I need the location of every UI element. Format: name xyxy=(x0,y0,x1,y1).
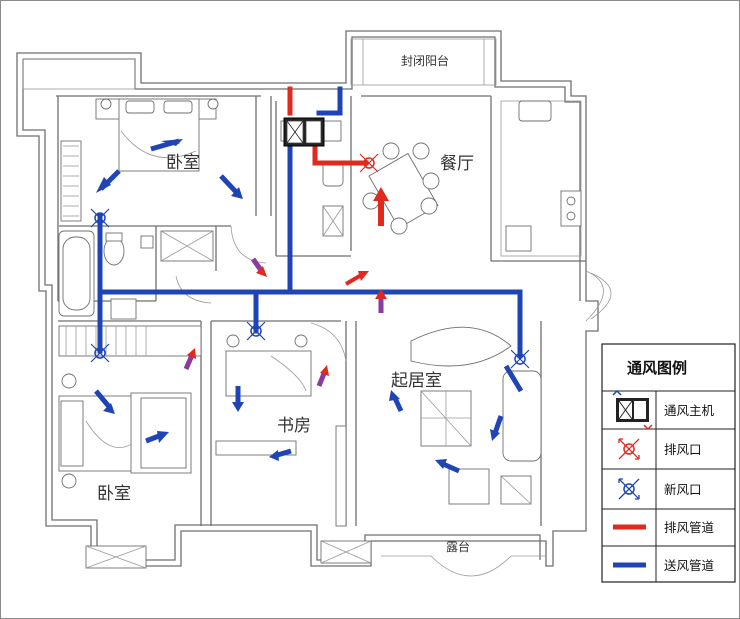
bottom-bedroom-furniture xyxy=(58,373,192,569)
ventilation-unit xyxy=(283,117,325,147)
room-label-living: 起居室 xyxy=(391,371,442,391)
fresh-air-vent-icon xyxy=(618,478,640,500)
study-furniture xyxy=(215,334,372,564)
outer-walls xyxy=(16,30,612,567)
room-labels: 卧室 餐厅 封闭阳台 起居室 书房 卧室 露台 xyxy=(97,53,474,554)
hallway-wardrobe xyxy=(58,298,202,357)
legend: 通风图例 通风主机 排风口 新风口 排风管道 xyxy=(601,343,736,583)
supply-duct-top xyxy=(316,86,343,116)
room-label-bedroom-bottom: 卧室 xyxy=(97,484,131,504)
room-label-study: 书房 xyxy=(277,416,311,436)
legend-title: 通风图例 xyxy=(627,359,687,377)
bathroom-fixtures xyxy=(58,230,214,317)
room-label-balcony: 封闭阳台 xyxy=(401,53,449,68)
exhaust-vents xyxy=(359,153,379,173)
room-label-terrace: 露台 xyxy=(446,539,470,554)
exhaust-duct-dining xyxy=(312,143,369,166)
ventilation-unit-icon xyxy=(612,389,653,431)
living-furniture xyxy=(381,326,546,577)
room-label-bedroom-top: 卧室 xyxy=(166,153,200,173)
dining-furniture xyxy=(280,100,582,252)
legend-label-fresh-vent: 新风口 xyxy=(664,482,702,497)
exhaust-vent-icon xyxy=(618,438,640,460)
legend-label-supply-duct: 送风管道 xyxy=(664,558,715,573)
top-bedroom-furniture xyxy=(60,98,219,222)
room-label-dining: 餐厅 xyxy=(440,154,474,174)
airflow-arrows xyxy=(94,138,524,474)
fresh-air-vents xyxy=(90,208,530,369)
legend-label-exhaust-duct: 排风管道 xyxy=(664,520,715,535)
legend-label-unit: 通风主机 xyxy=(664,403,715,418)
supply-ducts xyxy=(97,86,523,359)
exhaust-ducts xyxy=(287,86,369,166)
interior-walls xyxy=(56,95,542,526)
legend-label-exhaust-vent: 排风口 xyxy=(664,442,702,457)
